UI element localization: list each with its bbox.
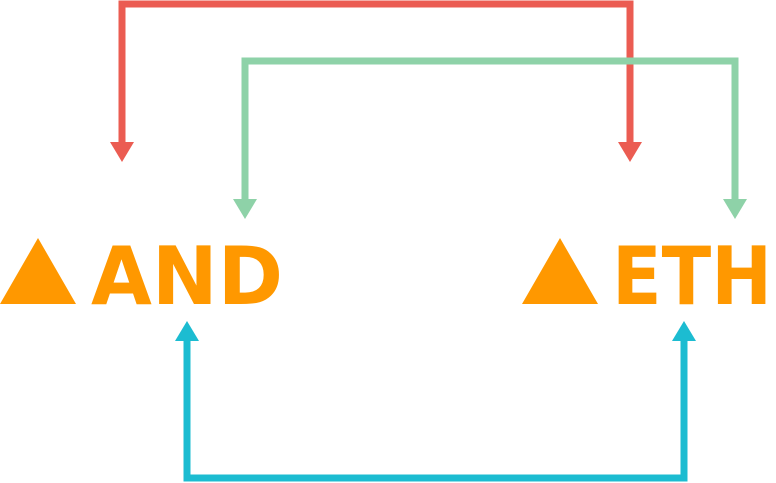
triangle-up-icon bbox=[0, 238, 76, 304]
triangle-up-icon bbox=[522, 238, 598, 304]
arrowhead-up-icon bbox=[672, 321, 696, 341]
arrowhead-down-icon bbox=[723, 199, 747, 219]
arrowhead-up-icon bbox=[175, 321, 199, 341]
arrowhead-down-icon bbox=[233, 199, 257, 219]
connector-middle bbox=[233, 57, 747, 219]
connector-bottom-line bbox=[183, 338, 688, 482]
node-and-label: AND bbox=[91, 230, 283, 323]
connector-top-line bbox=[118, 0, 634, 145]
node-eth-label: ETH bbox=[612, 230, 772, 323]
arrowhead-down-icon bbox=[110, 142, 134, 162]
connector-bottom bbox=[175, 321, 696, 482]
node-eth: ETH bbox=[522, 230, 772, 323]
connector-top bbox=[110, 0, 642, 162]
node-and: AND bbox=[0, 230, 283, 323]
connector-middle-line bbox=[241, 57, 739, 202]
arrowhead-down-icon bbox=[618, 142, 642, 162]
